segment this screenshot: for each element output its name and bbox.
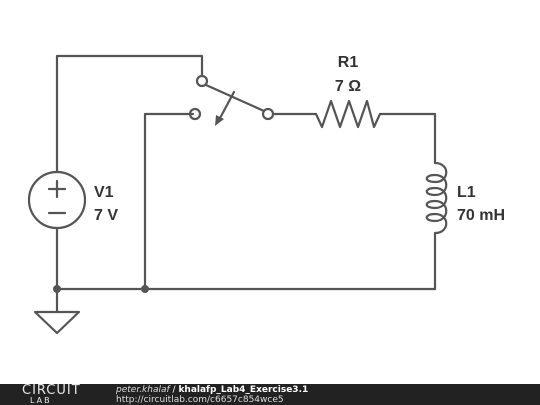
credit-line: peter.khalaf / khalafp_Lab4_Exercise3.1 xyxy=(116,385,308,395)
junction-dot-middle xyxy=(141,285,149,293)
voltage-source-v1 xyxy=(27,170,87,230)
author-name[interactable]: peter.khalaf xyxy=(116,385,170,395)
switch-arrow-head xyxy=(215,115,224,126)
v1-name-label: V1 xyxy=(94,184,114,201)
l1-value-label: 70 mH xyxy=(457,207,505,224)
voltage-source-circle xyxy=(27,170,87,230)
switch-left-terminal xyxy=(188,107,202,121)
r1-name-label: R1 xyxy=(338,54,359,71)
inductor-l1 xyxy=(425,161,448,242)
junction-dot-left xyxy=(53,285,61,293)
switch-arrow-shaft xyxy=(217,90,236,122)
l1-name-label: L1 xyxy=(457,184,476,201)
switch-blade xyxy=(204,83,266,113)
v1-value-label: 7 V xyxy=(94,207,118,224)
logo-lab-text: LAB xyxy=(30,396,52,405)
wire-r1-to-l1 xyxy=(378,112,437,165)
logo-circuit-text: CIRCUIT xyxy=(22,383,81,398)
circuitlab-logo: CIRCUIT LAB xyxy=(22,384,94,405)
switch-right-terminal xyxy=(261,107,275,121)
footer-bar: CIRCUIT LAB peter.khalaf / khalafp_Lab4_… xyxy=(0,384,540,405)
wire-v1-to-switch xyxy=(55,54,204,174)
resistor-r1 xyxy=(314,99,382,129)
spdt-switch xyxy=(188,74,275,126)
circuit-schematic: R1 7 Ω V1 7 V L1 70 mH xyxy=(27,54,505,335)
r1-value-label: 7 Ω xyxy=(335,78,361,95)
switch-common-terminal xyxy=(195,74,209,88)
credit-separator: / xyxy=(169,385,179,395)
project-url[interactable]: http://circuitlab.com/c6657c854wce5 xyxy=(116,395,284,405)
wire-switch-aux-to-ground xyxy=(143,112,195,291)
ground-symbol xyxy=(33,310,81,335)
project-title[interactable]: khalafp_Lab4_Exercise3.1 xyxy=(178,385,309,395)
